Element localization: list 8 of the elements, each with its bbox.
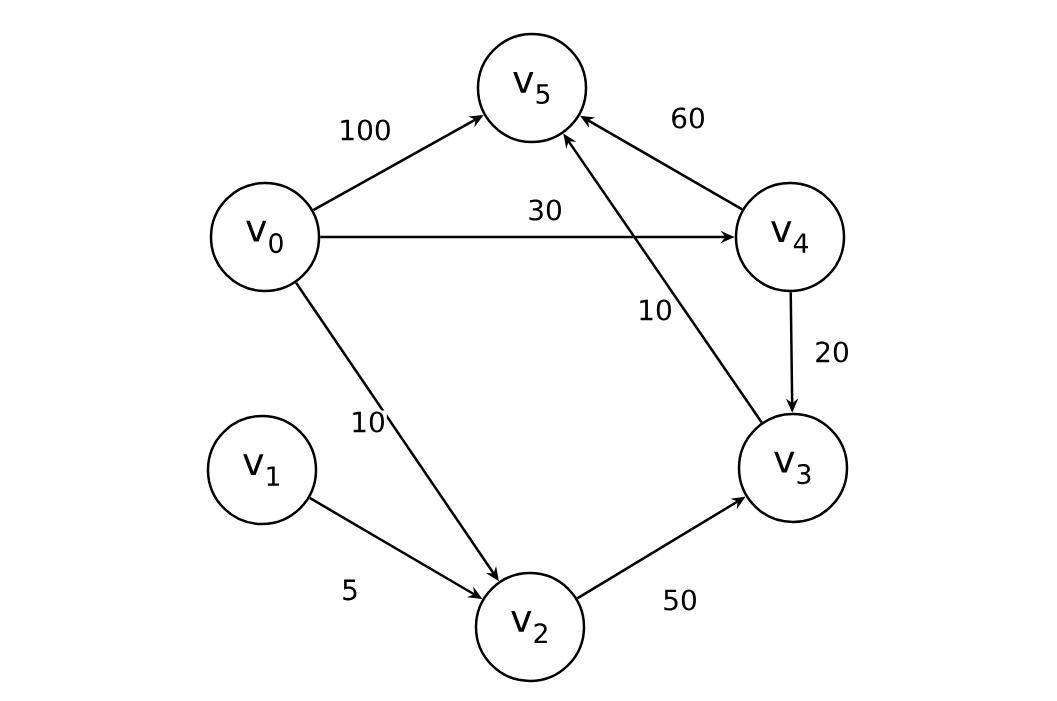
edge-label: 10 [636,298,674,322]
edge-label: 20 [813,340,851,364]
edge-label: 30 [526,198,564,222]
edge-label: 5 [340,578,360,602]
edge-label: 100 [337,118,393,142]
edge-label: 50 [661,588,699,612]
edge-label: 10 [349,410,387,434]
edge-label: 60 [669,106,707,130]
